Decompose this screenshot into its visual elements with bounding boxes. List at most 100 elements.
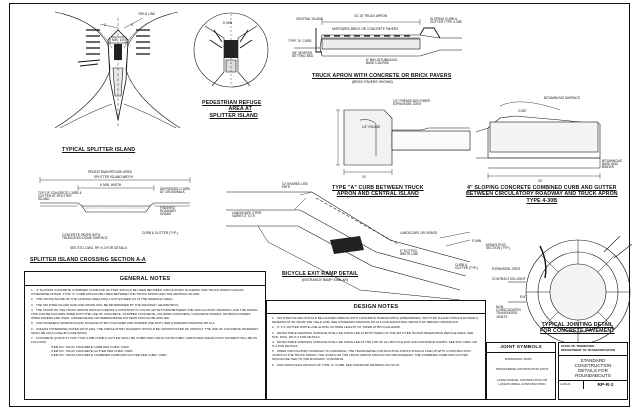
base-binder-label: BITUMINOUS BASE AND BINDER — [602, 159, 623, 170]
joint-symbols-box: JOINT SYMBOLS EXPANSION JOINT TRANSVERSE… — [486, 342, 556, 400]
sloping-24-label: 24" — [538, 179, 543, 183]
depressed-curb-label: DEPRESSED CURB AT CROSSWALK — [160, 187, 190, 195]
non-consolidated-label: NON-CONSOLIDATED TRANSVERSE JOINTS — [496, 305, 521, 319]
yield-line-label: YIELD LINE — [138, 12, 156, 16]
design-note-5: 5.WHEN CIRCULATORY ROADWAY IS CONCRETE, … — [272, 349, 471, 362]
sloping-curb-title: 4" SLOPING CONCRETE COMBINED CURB AND GU… — [466, 185, 618, 204]
truck-apron-title: TRUCK APRON WITH CONCRETE OR BRICK PAVER… — [312, 73, 452, 79]
pay-item: ITEM NO. 702-03 CONCRETE COMBINED CURB A… — [51, 352, 167, 357]
landscape-strip-label: LANDSCAPE STRIP VARIES 3' TO 5' — [232, 211, 262, 219]
design-notes-list: 1.SPLITTER ISLAND SHOULD BE A RAISED MED… — [267, 314, 485, 367]
shared-path-label: 10' SHARED USE PATH — [282, 182, 308, 190]
design-note-4: 4.DETECTABLE WARNING SURFACE SHALL BE IN… — [272, 340, 478, 348]
ramp-min-label: 5' MIN. — [472, 239, 482, 243]
round-label: 1/2" ROUND — [362, 125, 381, 129]
top-of-curb-label: TOP OF CONCRETE CURB & GUTTER AT SPLITTE… — [38, 191, 82, 202]
splitter-island-title: TYPICAL SPLITTER ISLAND — [62, 147, 136, 153]
drawing-number: RP-R-2 — [597, 382, 614, 388]
jointing-contraction-label: CONTRACTION JOINT — [492, 277, 526, 281]
general-note-4: 4.THE FINISH ON THE TRUCK APRON SHOULD C… — [31, 308, 259, 320]
sheet-title-line: CONSTRUCTION — [574, 362, 612, 368]
general-notes-header: GENERAL NOTES — [25, 272, 265, 286]
jointing-expansion-label: EXPANSION JOINT — [492, 267, 521, 271]
state-line: STATE OF TENNESSEE — [561, 344, 595, 348]
pay-item: ITEM NO. 702-03 CONCRETE GUTTER PER CUBI… — [51, 348, 133, 353]
general-notes-list: 1.4" SLOPING CONCRETE COMBINED CURB AND … — [25, 286, 265, 358]
expansion-joint-label: 1/2" PREMOLDED FIBER EXPANSION JOINT — [393, 99, 430, 107]
refuge-dim-label: 6' MIN. — [223, 21, 233, 25]
pedestrian-refuge-title: PEDESTRIAN REFUGE AREA AT SPLITTER ISLAN… — [202, 100, 262, 119]
contraction-symbol-label: TRANSVERSE CONTRACTION JOINT — [495, 367, 549, 371]
refuge-area-label: PEDESTRIAN REFUGE AREA — [88, 170, 132, 174]
pay-items-list: ITEM NO. 702-01 CONCRETE CURB PER CUBIC … — [51, 344, 259, 358]
curb-width-label: 14" — [362, 175, 367, 179]
central-island-label: CENTRAL ISLAND — [296, 17, 324, 21]
paver-label: CONCRETE PAVER WITH TRUNCATED DOME SURFA… — [62, 233, 108, 241]
base-course-label: 6" MIN. BITUMINOUS BASE COURSE — [366, 58, 398, 66]
slope-label: 0.030' — [518, 109, 527, 113]
department-line: DEPARTMENT OF TRANSPORTATION — [561, 347, 615, 352]
title-block: STATE OF TENNESSEE DEPARTMENT OF TRANSPO… — [558, 342, 628, 400]
design-note-6: 6.FOR ADDITIONAL DETAILS OF TYPE "A" CUR… — [272, 362, 400, 367]
crossing-section — [39, 177, 191, 213]
type-a-curb-section — [336, 109, 471, 175]
expansion-symbol-label: EXPANSION JOINT — [505, 357, 532, 361]
bituminous-surface-label: BITUMINOUS SURFACE — [544, 96, 580, 100]
truck-apron-width-label: 10'-15' TRUCK APRON — [354, 14, 388, 18]
sheet-title-block: STANDARD CONSTRUCTION DETAILS FOR ROUNDA… — [559, 356, 627, 382]
design-notes-box: DESIGN NOTES 1.SPLITTER ISLAND SHOULD BE… — [266, 300, 486, 400]
min-width-label: 6' MIN. WIDTH — [100, 183, 122, 187]
curb-gutter-label: CURB & GUTTER (TYP.) — [142, 231, 178, 235]
splitter-dim-min: MIN. 100' — [112, 38, 126, 42]
truck-apron-subtitle: (BRICK PAVERS SHOWN) — [352, 80, 393, 84]
type-a-label: TYPE "A" CURB — [288, 39, 312, 43]
sloping-curb-section — [475, 101, 601, 179]
general-notes-box: GENERAL NOTES 1.4" SLOPING CONCRETE COMB… — [24, 271, 266, 400]
sheet-title-line: ROUNDABOUTS — [575, 373, 611, 379]
bicycle-ramp-title: BICYCLE EXIT RAMP DETAIL — [282, 271, 359, 277]
pay-item: ITEM NO. 702-01 CONCRETE CURB PER CUBIC … — [51, 344, 129, 349]
mortar-bed-label: 3/4" MORTAR SETTING BED — [292, 51, 314, 59]
jointing-plan — [508, 235, 633, 345]
splitter-dim-6: 6' — [131, 23, 134, 27]
general-note-6: 6.UNLESS OTHERWISE NOTED ON PLANS, THE C… — [31, 326, 259, 335]
sheet-id-row: 4-28-22 RP-R-2 — [559, 381, 627, 390]
pedestrian-refuge-detail — [193, 12, 269, 88]
splitter-island-plan — [54, 11, 181, 129]
sheet-title-line: DETAILS FOR — [578, 368, 608, 373]
island-width-label: SPLITTER ISLAND WIDTH — [94, 175, 133, 179]
agency-block: STATE OF TENNESSEE DEPARTMENT OF TRANSPO… — [559, 343, 627, 356]
sheet-border — [9, 3, 630, 407]
see-std-label: SEE STD. DWG. RP-H-3 FOR DETAILS — [70, 246, 128, 250]
general-note-2: 2.THE CROSS SLOPE OF THE LANDING AREA SH… — [31, 297, 174, 302]
dotted-line-label: 6" DOTTED WHITE LINE — [400, 249, 419, 257]
jointing-title: TYPICAL JOINTING DETAIL FOR CONCRETE PAV… — [540, 322, 615, 335]
design-note-1: 1.SPLITTER ISLAND SHOULD BE A RAISED MED… — [272, 316, 479, 324]
joint-symbols-header: JOINT SYMBOLS — [487, 343, 555, 353]
landscape-grass-label: LANDSCAPE OR GRASS — [400, 231, 438, 235]
general-note-3: 3.THE SPLITTER ISLAND SIZE AND SHAPE WIL… — [31, 302, 180, 307]
roadway-grade-label: FINISHED ROADWAY GRADE — [160, 206, 177, 217]
exit-label: EXIT — [520, 295, 528, 299]
design-notes-header: DESIGN NOTES — [267, 301, 485, 314]
splitter-dim-1: 1' — [104, 23, 107, 27]
crossing-section-title: SPLITTER ISLAND CROSSING SECTION A-A — [30, 257, 146, 263]
ramp-curb-label: CURB & GUTTER (TYP.) — [455, 263, 478, 271]
sloping-curb-label: SLOPING CURB & GUTTER TYPE 4-30B — [430, 17, 462, 25]
bicycle-ramp-plan — [226, 191, 471, 301]
general-note-1: 1.4" SLOPING CONCRETE COMBINED CURB AND … — [31, 288, 244, 296]
general-note-7: 7.CONCRETE QUANTITY FOR TYPE 4-30B CURB … — [31, 336, 258, 344]
bicycle-ramp-subtitle: (ENTRANCE RAMP SIMILAR) — [302, 278, 349, 282]
design-note-2: 2.6" X 2' DOTTED WHITE LINE ALONG OUTSID… — [272, 325, 401, 330]
truck-apron-section — [294, 19, 462, 57]
longitudinal-symbol-label: LONGITUDINAL CONTRACTION OR LONGITUDINAL… — [496, 378, 548, 386]
monolithic-label: MONOLITHIC SECTION (TYP.) — [486, 243, 510, 251]
type-a-curb-title: TYPE "A" CURB BETWEEN TRUCK APRON AND CE… — [332, 185, 424, 198]
pavers-label: MORTARED BRICK OR CONCRETE PAVERS — [332, 27, 399, 31]
sheet-title-line: STANDARD — [580, 357, 606, 363]
design-note-3: 3.DETECTABLE WARNING SURFACE SHALL BE IN… — [272, 330, 474, 339]
issue-date: 4-28-22 — [559, 381, 584, 390]
general-note-5: 5.FOR PAVEMENT MARKINGS AND SIGNAGE AT B… — [31, 321, 216, 326]
